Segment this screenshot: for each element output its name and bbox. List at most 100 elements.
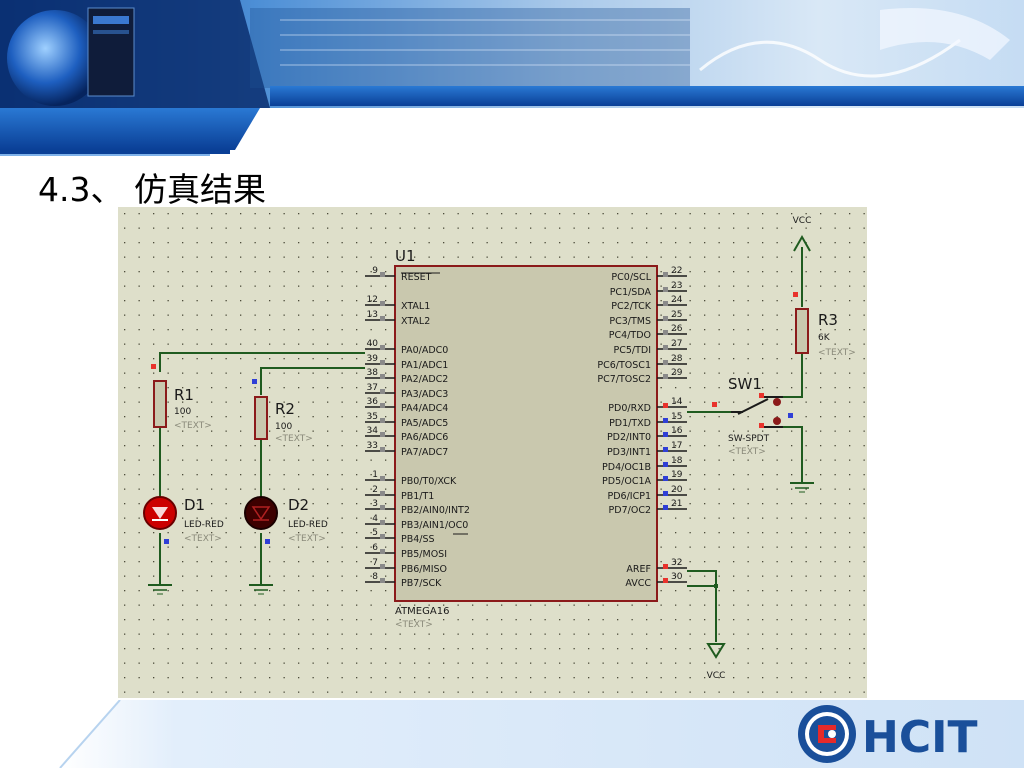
pin-number: 18 (671, 456, 683, 466)
pin-name: PC2/TCK (611, 301, 651, 312)
pin-name: PB0/T0/XCK (401, 476, 457, 487)
mcu-left-pins: 9RESET12XTAL113XTAL240PA0/ADC039PA1/ADC1… (365, 266, 470, 589)
r1-text-placeholder: <TEXT> (174, 421, 212, 431)
logo-text: HCIT (862, 712, 978, 763)
r1-value: 100 (174, 407, 191, 417)
pin-number: 13 (367, 310, 378, 320)
pin-number: 23 (671, 281, 682, 291)
mcu-ref: U1 (395, 247, 416, 265)
pin-number: 17 (671, 441, 682, 451)
mcu-right-pins: 22PC0/SCL23PC1/SDA24PC2/TCK25PC3/TMS26PC… (597, 266, 687, 589)
pin-name: PC0/SCL (611, 272, 651, 283)
pin-number: 14 (671, 397, 683, 407)
pin-name: PA7/ADC7 (401, 447, 448, 458)
pin-number: 8 (372, 572, 378, 582)
pin-number: 34 (367, 426, 379, 436)
footer-banner (0, 699, 1024, 769)
pin-number: 1 (372, 470, 378, 480)
sw1-part: SW-SPDT (728, 434, 770, 444)
vcc-bottom-label: VCC (707, 671, 726, 681)
pin-number: 39 (367, 354, 379, 364)
pin-name: PC6/TOSC1 (597, 360, 651, 371)
pin-number: 2 (372, 485, 378, 495)
sw1-ref: SW1 (728, 375, 762, 393)
pin-number: 6 (372, 543, 378, 553)
pin-name: PC4/TDO (609, 330, 651, 341)
pin-name: PB5/MOSI (401, 549, 447, 560)
pin-number: 24 (671, 295, 683, 305)
pin-name: PD5/OC1A (602, 476, 651, 487)
r3-value: 6K (818, 333, 831, 343)
vcc-top-arrow (793, 234, 811, 252)
pin-name: AREF (626, 564, 651, 575)
pin-number: 15 (671, 412, 682, 422)
pin-number: 36 (367, 397, 379, 407)
pin-name: PB4/SS (401, 534, 435, 545)
pin-name: PD1/TXD (609, 418, 651, 429)
sw1-text-placeholder: <TEXT> (728, 447, 766, 457)
pin-number: 33 (367, 441, 378, 451)
pin-name: PC3/TMS (609, 316, 651, 327)
d1-ref: D1 (184, 496, 205, 514)
r2-text-placeholder: <TEXT> (275, 434, 313, 444)
d1-part: LED-RED (184, 520, 224, 530)
pin-name: RESET (401, 272, 432, 283)
pin-name: PA5/ADC5 (401, 418, 448, 429)
mcu-body (394, 265, 658, 602)
pin-number: 35 (367, 412, 378, 422)
pin-name: PD7/OC2 (609, 505, 651, 516)
pin-name: PA1/ADC1 (401, 360, 448, 371)
pin-number: 16 (671, 426, 683, 436)
globe-graphic (7, 10, 103, 106)
pin-name: AVCC (625, 578, 651, 589)
pin-name: PC5/TDI (613, 345, 651, 356)
d1-text-placeholder: <TEXT> (184, 534, 222, 544)
pin-number: 19 (671, 470, 683, 480)
pin-number: 32 (671, 558, 682, 568)
wire-r3-sw (783, 353, 803, 398)
ground-d1 (148, 584, 172, 595)
r3-text-placeholder: <TEXT> (818, 348, 856, 358)
r2-body (254, 396, 268, 440)
pin-number: 21 (671, 499, 682, 509)
ground-d2 (249, 584, 273, 595)
pin-name: PC7/TOSC2 (597, 374, 651, 385)
pin-number: 30 (671, 572, 683, 582)
r1-body (153, 380, 167, 428)
d2-led-off (244, 496, 278, 530)
d2-part: LED-RED (288, 520, 328, 530)
junction-dot (714, 584, 718, 588)
pin-name: PD4/OC1B (602, 462, 651, 473)
r3-body (795, 308, 809, 354)
pin-number: 28 (671, 354, 683, 364)
wire-aref (687, 570, 717, 642)
pin-name: PA0/ADC0 (401, 345, 448, 356)
mcu-text-placeholder: <TEXT> (395, 620, 433, 630)
pin-number: 38 (367, 368, 379, 378)
pin-number: 40 (367, 339, 379, 349)
